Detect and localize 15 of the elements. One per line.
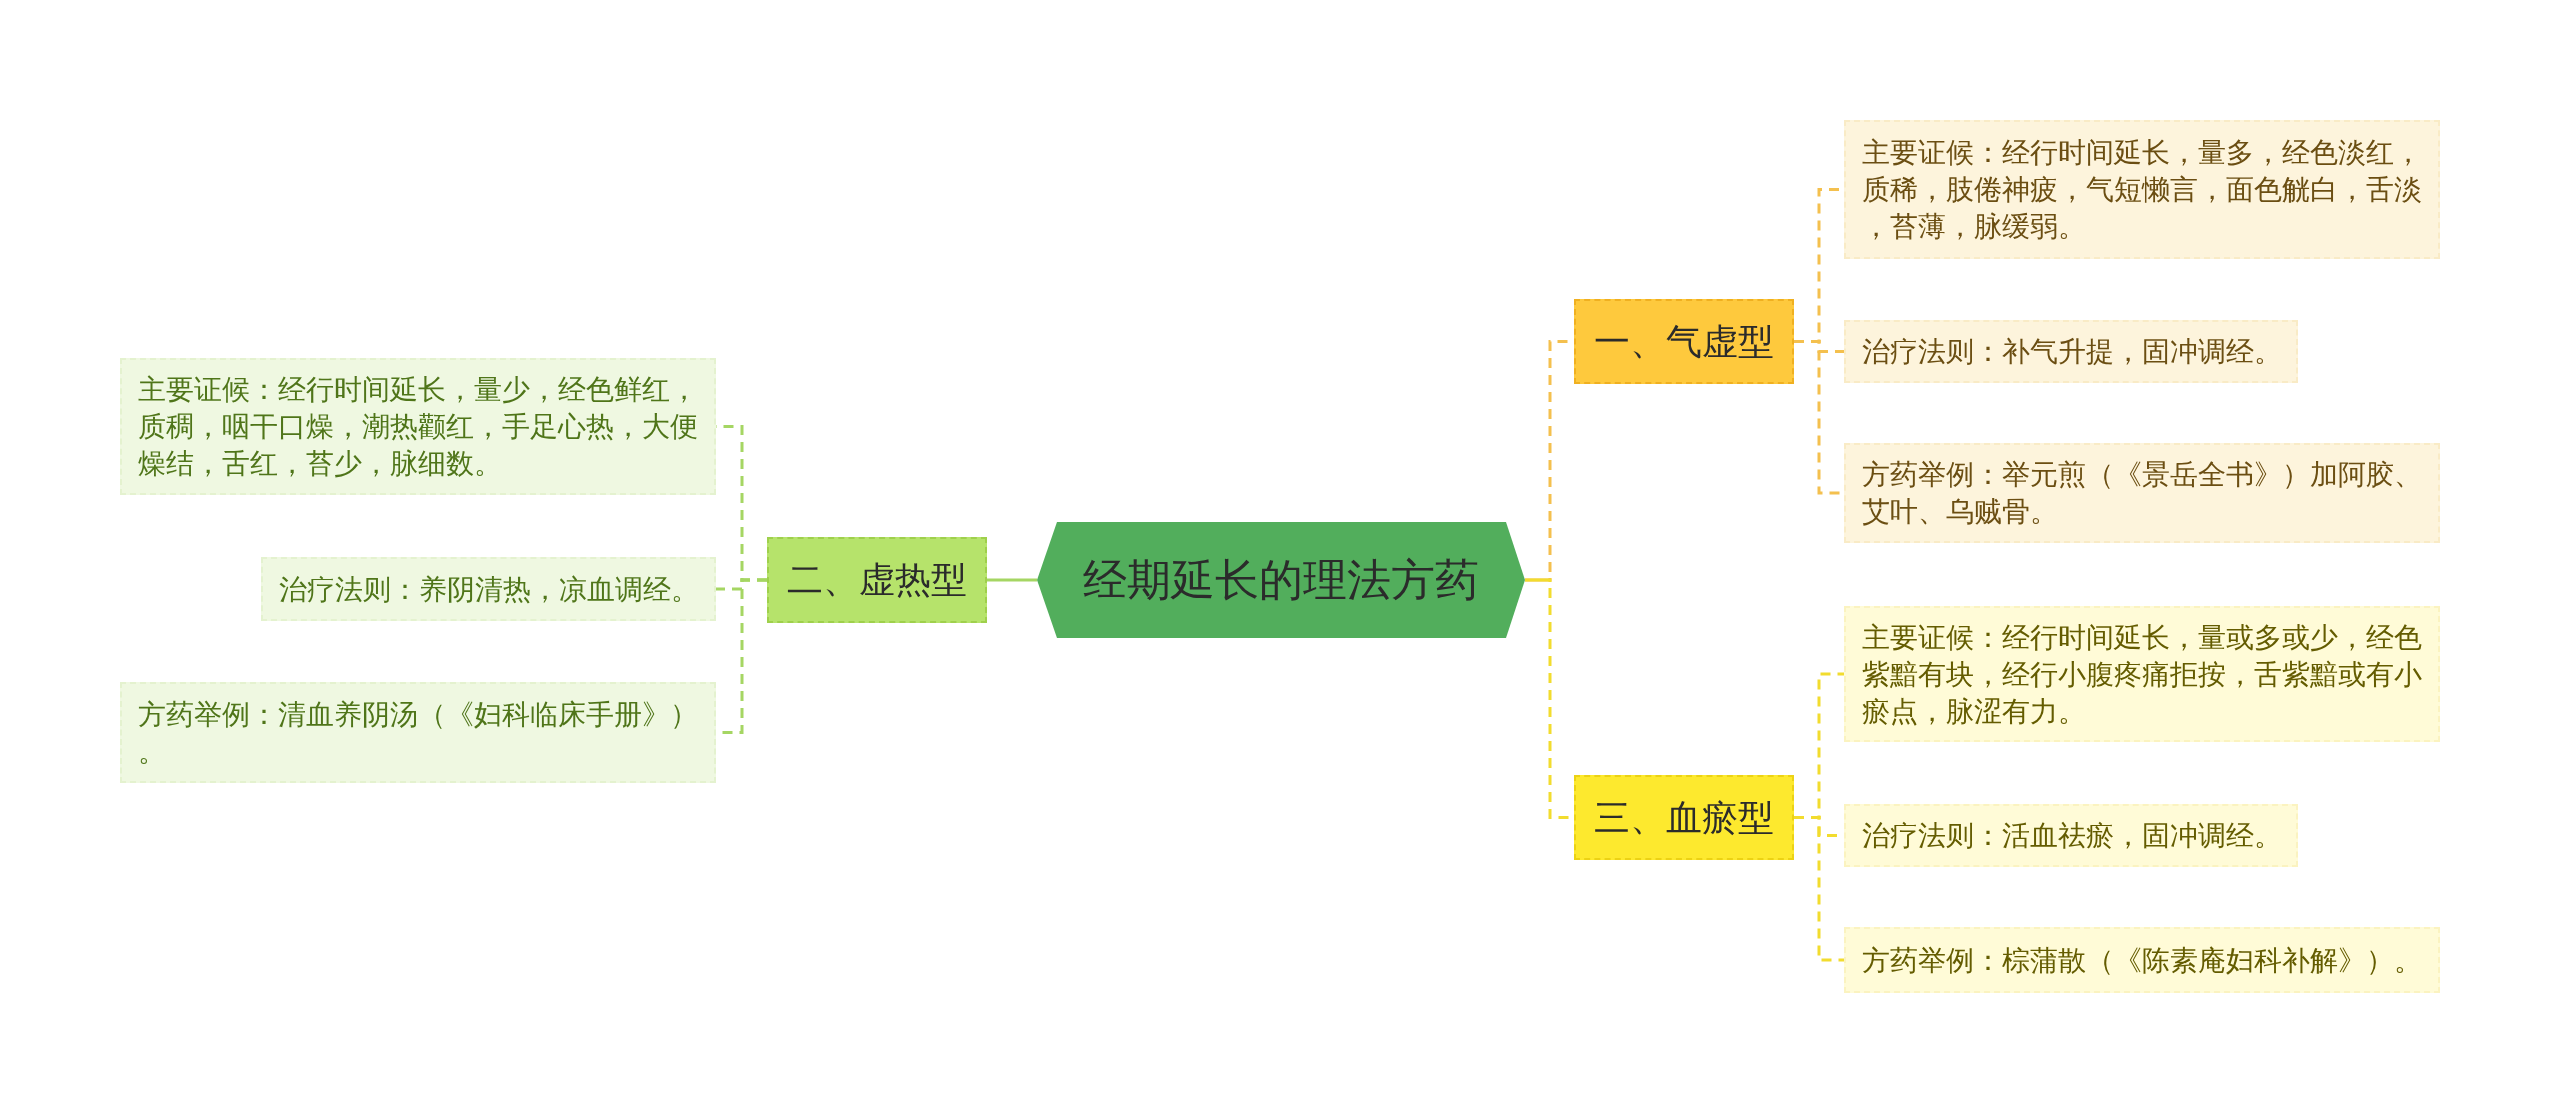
detail-note-box: 方药举例：举元煎（《景岳全书》）加阿胶、艾叶、乌贼骨。 <box>1844 443 2440 543</box>
detail-note-box: 方药举例：棕蒲散（《陈素庵妇科补解》）。 <box>1844 927 2440 993</box>
detail-note-box: 主要证候：经行时间延长，量少，经色鲜红，质稠，咽干口燥，潮热颧红，手足心热，大便燥结，舌红，苔少，脉细数。 <box>120 358 716 495</box>
connector-line <box>987 578 1037 582</box>
branch-topic-box: 三、血瘀型 <box>1574 775 1794 860</box>
detail-note-box: 治疗法则：养阴清热，凉血调经。 <box>261 557 716 621</box>
detail-note-box: 主要证候：经行时间延长，量多，经色淡红，质稀，肢倦神疲，气短懒言，面色觥白，舌淡，苔薄，脉缓弱。 <box>1844 120 2440 259</box>
connector-line <box>1794 816 1844 962</box>
central-topic: 经期延长的理法方药 <box>1037 522 1525 638</box>
detail-note-box: 主要证候：经行时间延长，量或多或少，经色紫黯有块，经行小腹疼痛拒按，舌紫黯或有小瘀点，脉涩有力。 <box>1844 606 2440 742</box>
detail-note-box: 治疗法则：补气升提，固冲调经。 <box>1844 320 2298 383</box>
detail-note-box: 方药举例：清血养阴汤（《妇科临床手册》）。 <box>120 682 716 783</box>
branch-topic-box: 二、虚热型 <box>767 537 987 623</box>
branch-topic-box: 一、气虚型 <box>1574 299 1794 384</box>
detail-note-box: 治疗法则：活血祛瘀，固冲调经。 <box>1844 804 2298 867</box>
